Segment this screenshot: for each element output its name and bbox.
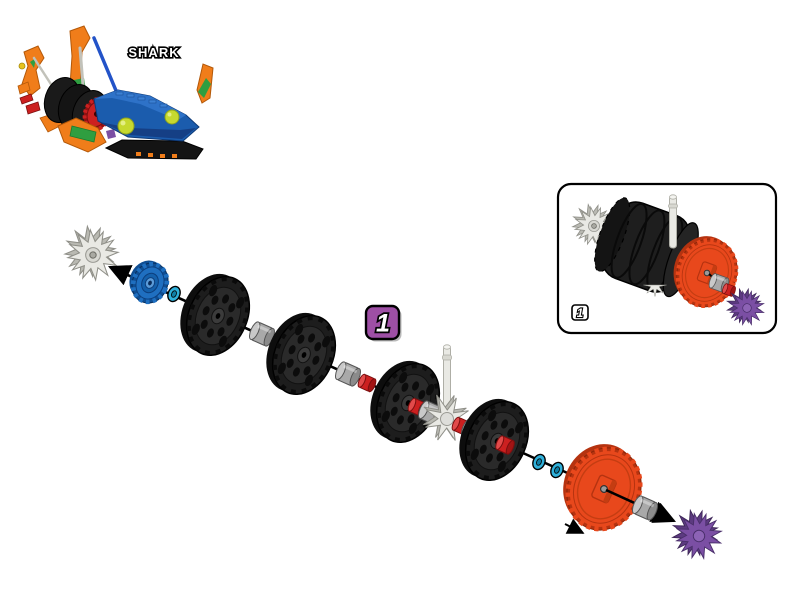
blue-spacer-ring-2 <box>529 451 549 473</box>
black-wheel-2 <box>252 300 350 407</box>
purple-crown-gear <box>665 503 729 566</box>
exploded-assembly-diagram <box>55 217 729 566</box>
orange-gear <box>549 432 654 542</box>
black-wheel-4 <box>445 386 543 493</box>
model-eye-balls <box>117 109 180 135</box>
step-number: 1 <box>376 310 390 338</box>
shark-model-illustration <box>17 25 214 160</box>
black-wheel-1 <box>166 261 264 368</box>
model-jaw <box>57 117 116 153</box>
blue-spacer-ring-3 <box>547 459 567 481</box>
model-base-plate <box>104 139 204 160</box>
rotation-direction-arrow <box>564 518 585 534</box>
model-frame-pieces <box>17 25 214 133</box>
blue-gear <box>129 260 170 305</box>
model-name-label: SHARK <box>128 45 179 60</box>
step-badge: 1 <box>364 304 402 342</box>
inset-step-label: 1 <box>571 304 589 321</box>
inset-white-hub-prongs <box>643 284 667 297</box>
blue-spacer-ring-1 <box>164 283 184 305</box>
inset-white-rod <box>668 194 678 249</box>
assembled-inset: 1 <box>556 182 778 335</box>
inset-step-number: 1 <box>577 308 583 320</box>
inset-wheel-stack <box>594 197 699 298</box>
white-crown-gear <box>55 217 128 289</box>
